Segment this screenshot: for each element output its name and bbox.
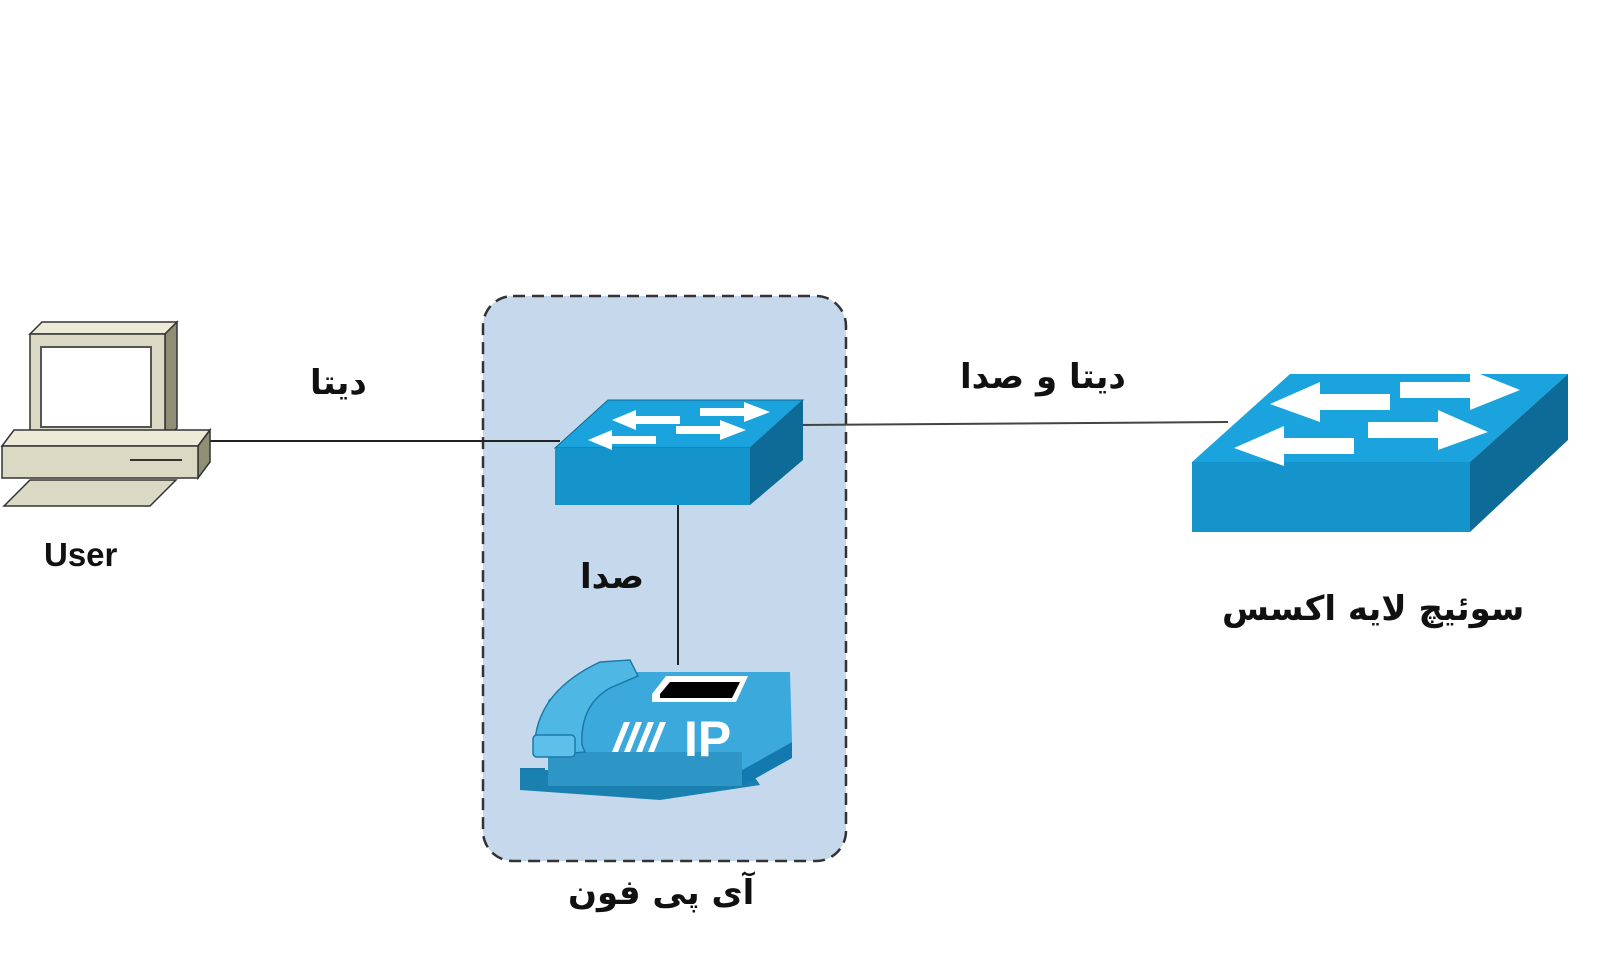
- computer-icon: [0, 320, 212, 507]
- ip-phone-icon: [520, 659, 792, 800]
- voice-link-label: صدا: [580, 557, 645, 597]
- ip-phone-badge: IP: [684, 711, 731, 767]
- ip-phone-internal-switch-icon: [553, 399, 805, 505]
- user-label: User: [44, 536, 118, 573]
- access-switch-label: سوئیچ لایه اکسس: [1222, 589, 1525, 629]
- access-switch-icon: [1192, 370, 1568, 532]
- link-phone-switch-to-access-switch: [799, 421, 1229, 426]
- data-link-label: دیتا: [310, 363, 367, 403]
- data-and-voice-link-label: دیتا و صدا: [960, 357, 1126, 397]
- ip-phone-label: آی پی فون: [568, 873, 755, 913]
